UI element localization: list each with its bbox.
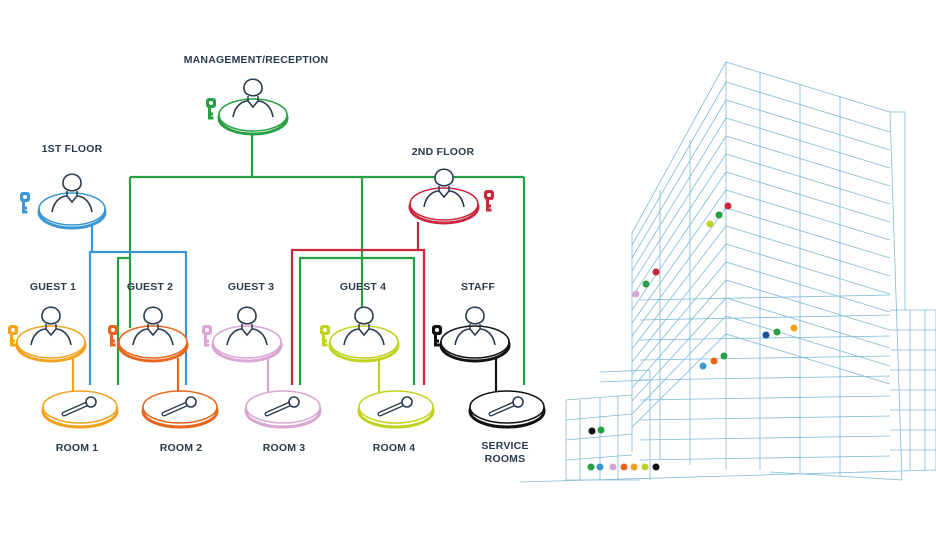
key-icon bbox=[204, 96, 218, 120]
floor1-node bbox=[18, 173, 107, 230]
room1-label: ROOM 1 bbox=[55, 442, 99, 454]
floor2-node bbox=[408, 168, 496, 225]
room4-handle bbox=[357, 390, 435, 429]
room1-handle bbox=[41, 390, 119, 429]
service-rooms-handle bbox=[468, 390, 546, 429]
management-node bbox=[204, 78, 289, 136]
room4-label: ROOM 4 bbox=[372, 442, 416, 454]
guest1-node bbox=[6, 306, 87, 363]
guest3-node bbox=[200, 306, 283, 363]
key-icon bbox=[18, 190, 32, 214]
floor1-label: 1ST FLOOR bbox=[41, 143, 103, 155]
key-icon bbox=[200, 323, 214, 347]
room3-label: ROOM 3 bbox=[262, 442, 306, 454]
room2-handle bbox=[141, 390, 219, 429]
floor2-label: 2ND FLOOR bbox=[411, 146, 475, 158]
service-label-line1: SERVICE bbox=[481, 440, 529, 452]
guest4-node bbox=[318, 306, 400, 363]
room2-label: ROOM 2 bbox=[159, 442, 203, 454]
service-label-line2: ROOMS bbox=[484, 453, 526, 465]
guest2-node bbox=[106, 306, 189, 363]
key-icon bbox=[106, 323, 120, 347]
key-icon bbox=[318, 323, 332, 347]
building-illustration bbox=[519, 61, 936, 483]
key-icon bbox=[482, 188, 496, 212]
building-key-dots bbox=[587, 202, 798, 471]
staff-node bbox=[430, 306, 511, 363]
guest1-label: GUEST 1 bbox=[29, 281, 77, 293]
room3-handle bbox=[244, 390, 322, 429]
guest2-label: GUEST 2 bbox=[126, 281, 174, 293]
connector-lines bbox=[71, 134, 526, 392]
management-label: MANAGEMENT/RECEPTION bbox=[183, 54, 329, 66]
staff-label: STAFF bbox=[460, 281, 496, 293]
guest4-label: GUEST 4 bbox=[339, 281, 387, 293]
guest3-label: GUEST 3 bbox=[227, 281, 275, 293]
